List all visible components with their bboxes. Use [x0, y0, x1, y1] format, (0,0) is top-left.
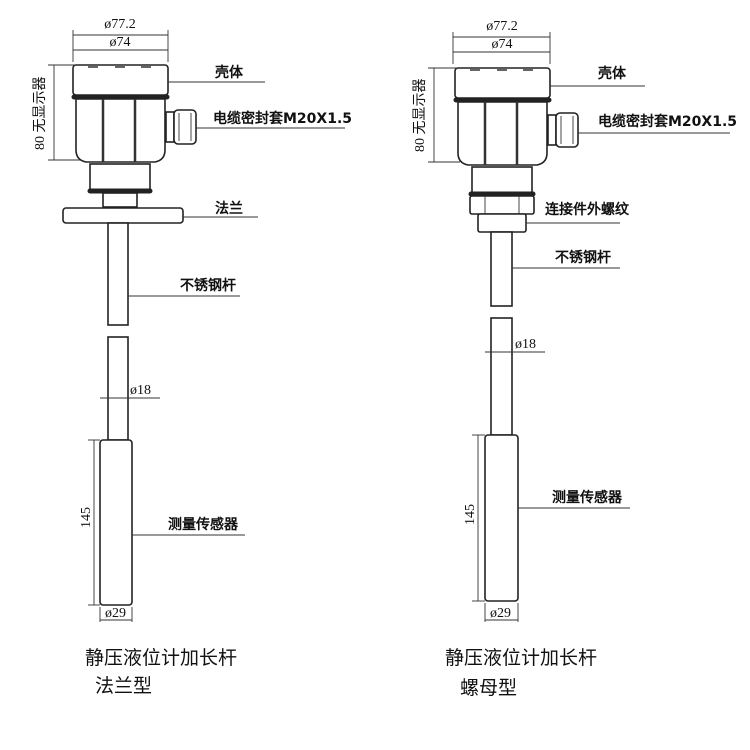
- flange-type-drawing: ø77.2 ø74 80 无显示器 壳体 电缆密封套M20X1.5 法兰 不锈钢…: [33, 17, 352, 697]
- flange: [62, 207, 184, 224]
- rod-label: 不锈钢杆: [180, 277, 236, 294]
- sensor-length-label: 145: [79, 507, 94, 528]
- caption-title: 静压液位计加长杆: [445, 647, 597, 669]
- sensor-diameter-label: ø29: [490, 606, 511, 621]
- sensor-label: 测量传感器: [168, 516, 239, 533]
- caption-type: 螺母型: [460, 677, 517, 699]
- inner-diameter-label: ø74: [492, 37, 513, 52]
- caption-title: 静压液位计加长杆: [85, 647, 237, 669]
- rod: [490, 231, 513, 307]
- flange-label: 法兰: [215, 200, 243, 217]
- height-label: 80 无显示器: [413, 79, 428, 153]
- sensor: [484, 434, 519, 602]
- rod-diameter-label: ø18: [515, 337, 536, 352]
- outer-diameter-label: ø77.2: [486, 19, 518, 34]
- inner-diameter-label: ø74: [110, 35, 131, 50]
- nut: [469, 195, 535, 215]
- housing: [452, 66, 580, 167]
- sensor-diameter-label: ø29: [105, 606, 126, 621]
- caption-type: 法兰型: [95, 675, 152, 697]
- housing-label: 壳体: [597, 65, 627, 82]
- rod: [107, 222, 129, 326]
- sensor-label: 测量传感器: [552, 489, 623, 506]
- sensor: [99, 439, 133, 606]
- cable-gland-label: 电缆密封套M20X1.5: [213, 110, 352, 127]
- rod-diameter-label: ø18: [130, 383, 151, 398]
- housing-label: 壳体: [214, 64, 244, 81]
- sensor-length-label: 145: [463, 504, 478, 525]
- outer-diameter-label: ø77.2: [104, 17, 136, 32]
- height-label: 80 无显示器: [33, 77, 48, 151]
- cable-gland-label: 电缆密封套M20X1.5: [598, 113, 737, 130]
- housing: [70, 63, 198, 164]
- thread-label: 连接件外螺纹: [545, 201, 630, 218]
- rod-label: 不锈钢杆: [555, 249, 611, 266]
- nut-type-drawing: ø77.2 ø74 80 无显示器 壳体 电缆密封套M20X1.5 连接件外螺纹…: [413, 19, 737, 699]
